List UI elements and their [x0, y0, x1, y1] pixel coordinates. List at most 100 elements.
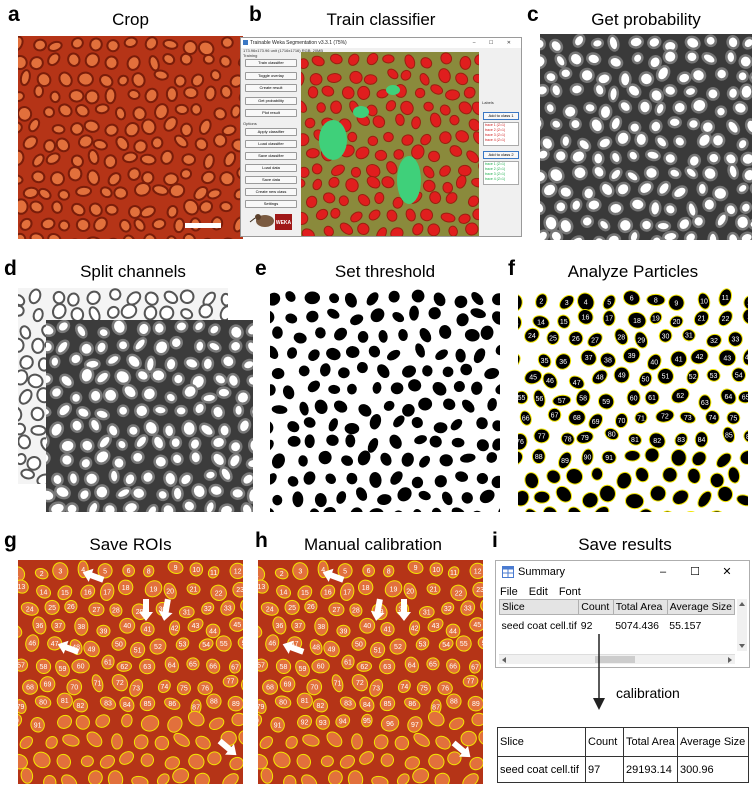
cell-shape	[115, 438, 128, 451]
weka-button[interactable]: Create new class	[245, 188, 297, 196]
roi-number: 41	[144, 627, 152, 634]
horizontal-scrollbar[interactable]	[499, 654, 735, 664]
weka-button[interactable]: Save classifier	[245, 152, 297, 160]
roi-outline	[427, 710, 445, 727]
window-controls[interactable]: – ☐ ✕	[472, 40, 517, 46]
weka-button[interactable]: Settings	[245, 200, 297, 208]
trace-item[interactable]: trace 1 (Z=1)	[485, 162, 506, 166]
cell-shape	[104, 55, 119, 71]
weka-button[interactable]: Create result	[245, 84, 297, 92]
cell-shape	[309, 508, 321, 512]
cell-shape	[193, 185, 209, 201]
weka-button[interactable]: Apply classifier	[245, 128, 297, 136]
roi-outline	[455, 635, 472, 652]
roi-outline	[462, 773, 479, 784]
roi-outline	[178, 606, 195, 619]
weka-button[interactable]: Load classifier	[245, 140, 297, 148]
weka-button[interactable]: Plot result	[245, 109, 297, 117]
add-to-class-2-button[interactable]: Add to class 2	[483, 151, 519, 159]
table-row[interactable]: seed coat cell.tif 92 5074.436 55.157	[500, 615, 735, 638]
roi-number: 59	[602, 399, 610, 406]
class-2-trace-list[interactable]: trace 1 (Z=1)trace 2 (Z=1)trace 3 (Z=1)t…	[483, 161, 519, 185]
roi-number: 31	[423, 610, 431, 617]
cell-shape	[593, 82, 606, 98]
roi-number: 75	[420, 686, 428, 693]
class-1-trace-list[interactable]: trace 1 (Z=1)trace 2 (Z=1)trace 3 (Z=1)t…	[483, 122, 519, 146]
roi-number: 68	[26, 685, 34, 692]
roi-outline	[87, 770, 103, 784]
roi-outline	[532, 315, 550, 329]
weka-segmentation-canvas[interactable]	[301, 52, 479, 236]
cell-shape	[178, 472, 194, 487]
cell-shape	[94, 370, 111, 385]
weka-button[interactable]: Get probability	[245, 96, 297, 105]
trace-item[interactable]: trace 4 (Z=1)	[485, 177, 506, 181]
roi-outline	[518, 353, 521, 368]
roi-number: 25	[288, 605, 296, 612]
cell-shape	[341, 86, 355, 100]
weka-button[interactable]: Save data	[245, 176, 297, 184]
trace-item[interactable]: trace 1 (Z=1)	[485, 123, 506, 127]
menu-edit[interactable]: Edit	[528, 586, 548, 598]
roi-outline	[577, 308, 594, 325]
trace-item[interactable]: trace 3 (Z=1)	[485, 133, 506, 137]
roi-outline	[706, 369, 721, 382]
roi-outline	[197, 681, 213, 696]
weka-button[interactable]: Train classifier	[245, 59, 297, 67]
add-to-class-1-button[interactable]: Add to class 1	[483, 112, 519, 120]
roi-number: 8	[654, 297, 658, 304]
cell-shape	[18, 54, 28, 71]
cell-shape	[357, 193, 371, 207]
cell-shape	[201, 392, 218, 404]
cell-shape	[451, 437, 465, 448]
maximize-button[interactable]: ☐	[690, 566, 700, 578]
cell-shape	[736, 182, 749, 195]
roi-outline	[687, 467, 701, 484]
scroll-up-arrow-icon[interactable]	[737, 600, 747, 608]
weka-button[interactable]: Toggle overlay	[245, 71, 297, 80]
cell-shape	[202, 53, 215, 65]
cell-shape	[219, 466, 233, 483]
menu-file[interactable]: File	[500, 586, 518, 598]
col-slice[interactable]: Slice	[498, 599, 580, 615]
cell-shape	[109, 288, 122, 301]
vertical-scrollbar[interactable]	[737, 599, 747, 651]
cell-shape	[219, 305, 228, 322]
roi-number: 73	[372, 685, 380, 692]
scroll-thumb[interactable]	[595, 656, 635, 663]
roi-number: 51	[662, 374, 670, 381]
cell-shape	[166, 235, 178, 239]
cell-shape	[369, 472, 382, 488]
cell-shape	[401, 452, 414, 467]
roi-number: 14	[537, 320, 545, 327]
roi-outline	[413, 732, 430, 747]
roi-outline	[143, 564, 155, 578]
weka-button[interactable]: Load data	[245, 164, 297, 172]
cell-shape	[40, 217, 56, 231]
scroll-down-arrow-icon[interactable]	[737, 642, 747, 650]
cell-shape	[75, 217, 91, 232]
roi-number: 84	[123, 702, 131, 709]
col-average-size[interactable]: Average Size	[666, 599, 736, 615]
scroll-left-arrow-icon[interactable]	[500, 655, 508, 665]
cell-shape	[69, 391, 83, 405]
cell-shape	[572, 34, 586, 48]
minimize-button[interactable]: –	[659, 566, 667, 578]
col-count[interactable]: Count	[578, 599, 614, 615]
cell-shape	[667, 116, 682, 129]
roi-number: 75	[729, 415, 737, 422]
scroll-right-arrow-icon[interactable]	[726, 655, 734, 665]
roi-outline	[39, 676, 56, 693]
trace-item[interactable]: trace 4 (Z=1)	[485, 138, 506, 142]
close-button[interactable]: ✕	[722, 566, 732, 578]
cell-shape	[106, 237, 120, 239]
trace-item[interactable]: trace 2 (Z=1)	[485, 167, 506, 171]
trace-item[interactable]: trace 2 (Z=1)	[485, 128, 506, 132]
col-total-area[interactable]: Total Area	[612, 599, 668, 615]
cell-shape	[130, 486, 147, 501]
menu-font[interactable]: Font	[558, 586, 581, 598]
trace-item[interactable]: trace 3 (Z=1)	[485, 172, 506, 176]
roi-outline	[74, 617, 89, 636]
down-arrow-icon	[593, 634, 605, 710]
cell-shape	[309, 73, 323, 86]
